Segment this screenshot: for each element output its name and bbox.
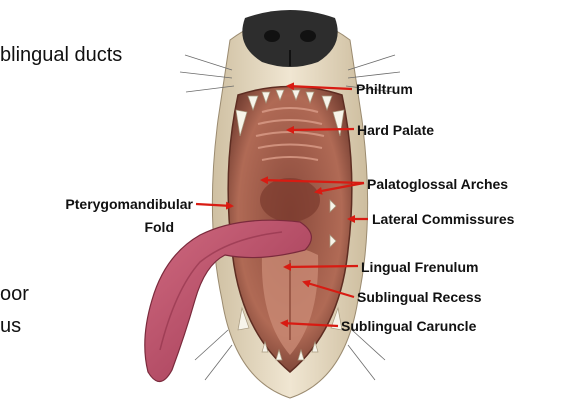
label-palatoglossal-arches: Palatoglossal Arches (367, 176, 508, 192)
label-philtrum: Philtrum (356, 81, 413, 97)
arrow-lingual-frenulum (285, 266, 358, 267)
label-sublingual-caruncle: Sublingual Caruncle (341, 318, 477, 334)
label-hard-palate: Hard Palate (357, 122, 434, 138)
arrow-hard-palate (288, 129, 354, 130)
label-pterygomandibular: Pterygomandibular (65, 196, 193, 212)
label-sublingual-recess: Sublingual Recess (357, 289, 482, 305)
label-lateral-commissures: Lateral Commissures (372, 211, 515, 227)
label-lingual-frenulum: Lingual Frenulum (361, 259, 478, 275)
label-fold: Fold (144, 219, 174, 235)
